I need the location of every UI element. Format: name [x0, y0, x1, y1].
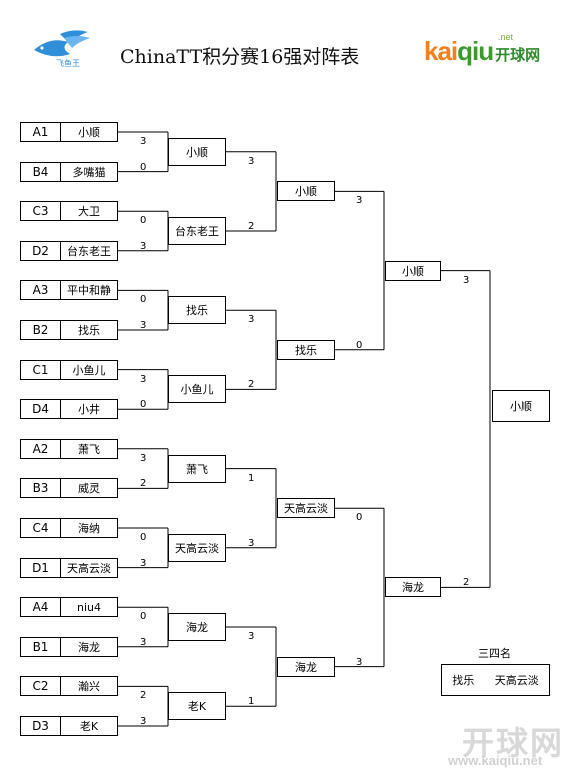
player-name-box: 萧飞: [60, 438, 118, 459]
seed-label: D4: [20, 399, 61, 420]
round2-score: 1: [248, 472, 255, 484]
brand-kai: kai: [424, 36, 458, 66]
player-name-box: 威灵: [60, 478, 118, 499]
seed-label: D3: [20, 716, 61, 736]
seed-label: A2: [20, 438, 61, 459]
seed-label: C4: [20, 518, 61, 538]
seed-label: A1: [20, 122, 61, 142]
round4-player-box: 海龙: [385, 577, 441, 598]
player-name-box: 天高云淡: [60, 557, 118, 578]
round3-score: 0: [356, 339, 363, 351]
third-place-title: 三四名: [478, 647, 511, 660]
round2-player-box: 海龙: [168, 613, 226, 641]
seed-label: C1: [20, 359, 61, 380]
seed-label: A4: [20, 597, 61, 618]
round2-score: 3: [248, 537, 255, 549]
round1-score: 3: [140, 320, 147, 331]
round2-player-box: 小鱼儿: [168, 375, 226, 404]
seed-label: C3: [20, 201, 61, 222]
round3-score: 3: [356, 195, 363, 207]
round2-player-box: 台东老王: [168, 217, 226, 245]
round1-score: 0: [140, 399, 147, 411]
round3-player-box: 海龙: [277, 656, 335, 677]
feiyuwang-logo: 飞鱼王: [30, 28, 94, 70]
round1-score: 3: [140, 373, 147, 385]
champion-box: 小顺: [492, 390, 550, 422]
round1-score: 0: [140, 294, 147, 306]
player-name-box: 找乐: [60, 320, 118, 340]
watermark-url: www.kaiqiu.net: [448, 753, 543, 768]
player-name-box: 海龙: [60, 636, 118, 657]
round1-score: 3: [140, 136, 147, 147]
champion-name: 小顺: [510, 400, 532, 413]
fish-logo-icon: [34, 30, 90, 57]
player-name-box: 老K: [60, 716, 118, 736]
round1-score: 3: [140, 716, 147, 727]
round1-score: 3: [140, 240, 147, 252]
player-name-box: niu4: [60, 597, 118, 618]
round2-score: 1: [248, 696, 255, 708]
round1-score: 0: [140, 215, 147, 227]
player-name-box: 海纳: [60, 518, 118, 538]
seed-label: B2: [20, 320, 61, 340]
round2-player-box: 小顺: [168, 137, 226, 166]
round2-player-box: 找乐: [168, 296, 226, 325]
seed-label: B4: [20, 161, 61, 182]
watermark-text: 开球网: [462, 724, 565, 762]
round2-score: 3: [248, 314, 255, 326]
third-place-box: 找乐 天高云淡: [441, 664, 550, 696]
round4-player-box: 小顺: [385, 260, 441, 281]
player-name-box: 瀚兴: [60, 676, 118, 697]
round1-score: 0: [140, 532, 147, 543]
round3-player-box: 找乐: [277, 339, 335, 360]
player-name-box: 多嘴猫: [60, 161, 118, 182]
seed-label: C2: [20, 676, 61, 697]
round4-score: 3: [463, 274, 470, 286]
player-name-box: 小顺: [60, 122, 118, 142]
round3-player-box: 小顺: [277, 181, 335, 202]
seed-label: B1: [20, 636, 61, 657]
round3-player-box: 天高云淡: [277, 498, 335, 519]
brand-cn: 开球网: [495, 46, 541, 64]
round3-score: 0: [356, 512, 363, 524]
seed-label: D2: [20, 240, 61, 261]
player-name-box: 小鱼儿: [60, 359, 118, 380]
round2-score: 3: [248, 631, 255, 642]
round2-score: 2: [248, 221, 255, 232]
seed-label: B3: [20, 478, 61, 499]
brand-net: .net: [498, 32, 514, 42]
round2-player-box: 老K: [168, 692, 226, 721]
third-place-player2: 天高云淡: [494, 674, 539, 687]
round4-score: 2: [463, 577, 470, 589]
round2-player-box: 天高云淡: [168, 533, 226, 562]
round3-score: 3: [356, 656, 363, 668]
round2-score: 2: [248, 379, 255, 391]
round1-score: 3: [140, 636, 147, 648]
brand-qiu: qiu: [457, 36, 494, 66]
round1-score: 3: [140, 452, 147, 464]
page-title: ChinaTT积分赛16强对阵表: [120, 46, 360, 68]
player-name-box: 小井: [60, 399, 118, 420]
third-place-player1: 找乐: [452, 674, 475, 687]
seed-label: D1: [20, 557, 61, 578]
round1-score: 0: [140, 611, 147, 623]
player-name-box: 平中和静: [60, 280, 118, 301]
round1-score: 2: [140, 690, 147, 702]
player-name-box: 台东老王: [60, 240, 118, 261]
player-name-box: 大卫: [60, 201, 118, 222]
logo-left-text: 飞鱼王: [56, 59, 80, 68]
seed-label: A3: [20, 280, 61, 301]
round1-score: 0: [140, 161, 147, 173]
round2-score: 3: [248, 155, 255, 167]
round1-score: 2: [140, 478, 147, 490]
round1-score: 3: [140, 557, 147, 569]
round2-player-box: 萧飞: [168, 454, 226, 483]
